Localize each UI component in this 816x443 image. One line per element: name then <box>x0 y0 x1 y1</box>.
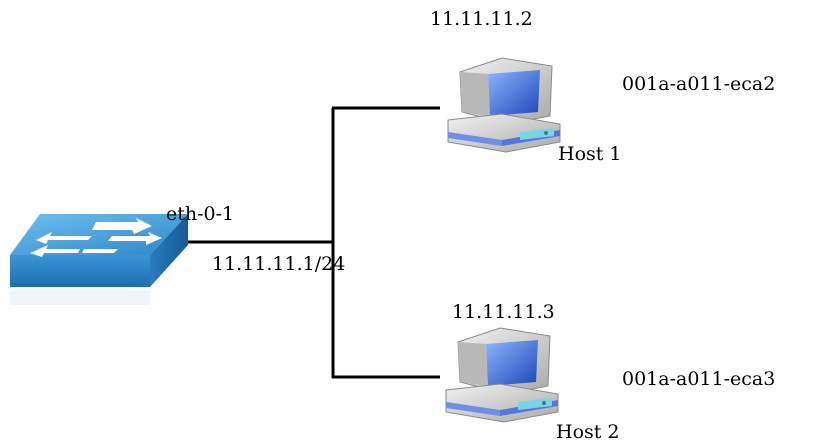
network-links <box>186 106 440 379</box>
host-1-name: Host 1 <box>558 143 622 165</box>
host-2-ip: 11.11.11.3 <box>452 301 555 323</box>
network-switch-icon <box>10 214 188 305</box>
host-2-mac: 001a-a011-eca3 <box>622 368 776 390</box>
desktop-computer-icon <box>445 327 559 423</box>
switch-port-label: eth-0-1 <box>166 203 235 225</box>
host-2-name: Host 2 <box>556 421 620 443</box>
host-1-ip: 11.11.11.2 <box>430 8 533 30</box>
host-1-mac: 001a-a011-eca2 <box>622 73 776 95</box>
desktop-computer-icon <box>447 57 561 153</box>
switch-interface-ip: 11.11.11.1/24 <box>212 253 346 275</box>
